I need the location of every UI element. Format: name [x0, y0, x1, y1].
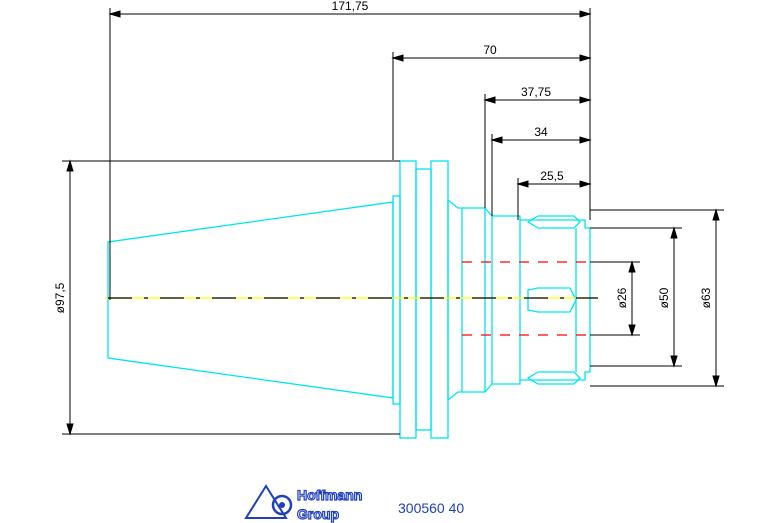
dim-length-25-5: 25,5 — [540, 169, 564, 183]
dim-diameter-nut-inner: ø50 — [657, 287, 671, 308]
taper-back-plate — [392, 195, 401, 405]
logo-triangle-icon — [244, 484, 288, 519]
flange-main — [399, 160, 417, 439]
logo-gear-icon — [271, 494, 293, 516]
part-number: 300560 40 — [398, 500, 465, 516]
nut-slot-bottom — [526, 371, 581, 385]
logo-line2: Group — [297, 506, 339, 522]
flange-ring — [430, 160, 449, 439]
taper-cone — [107, 201, 394, 399]
nut-slot-top — [526, 215, 581, 229]
dim-length-70: 70 — [483, 43, 497, 57]
dim-length-37-75: 37,75 — [521, 85, 551, 99]
neck — [447, 199, 463, 401]
dim-length-34: 34 — [534, 125, 548, 139]
dimension-lines — [62, 8, 724, 436]
flange-groove — [415, 168, 432, 431]
bore-hidden-lines — [462, 261, 590, 336]
dim-diameter-nut-outer: ø63 — [699, 287, 713, 308]
tool-holder-outline — [107, 160, 591, 439]
collet-nut — [462, 207, 591, 393]
dim-overall-length: 171,75 — [332, 0, 369, 13]
dim-diameter-bore: ø26 — [615, 287, 629, 308]
dim-diameter-flange: ø97,5 — [53, 282, 67, 313]
hoffmann-group-logo: Hoffmann Group — [244, 484, 363, 523]
logo-line1: Hoffmann — [297, 487, 362, 503]
nut-slot-middle — [527, 287, 577, 313]
